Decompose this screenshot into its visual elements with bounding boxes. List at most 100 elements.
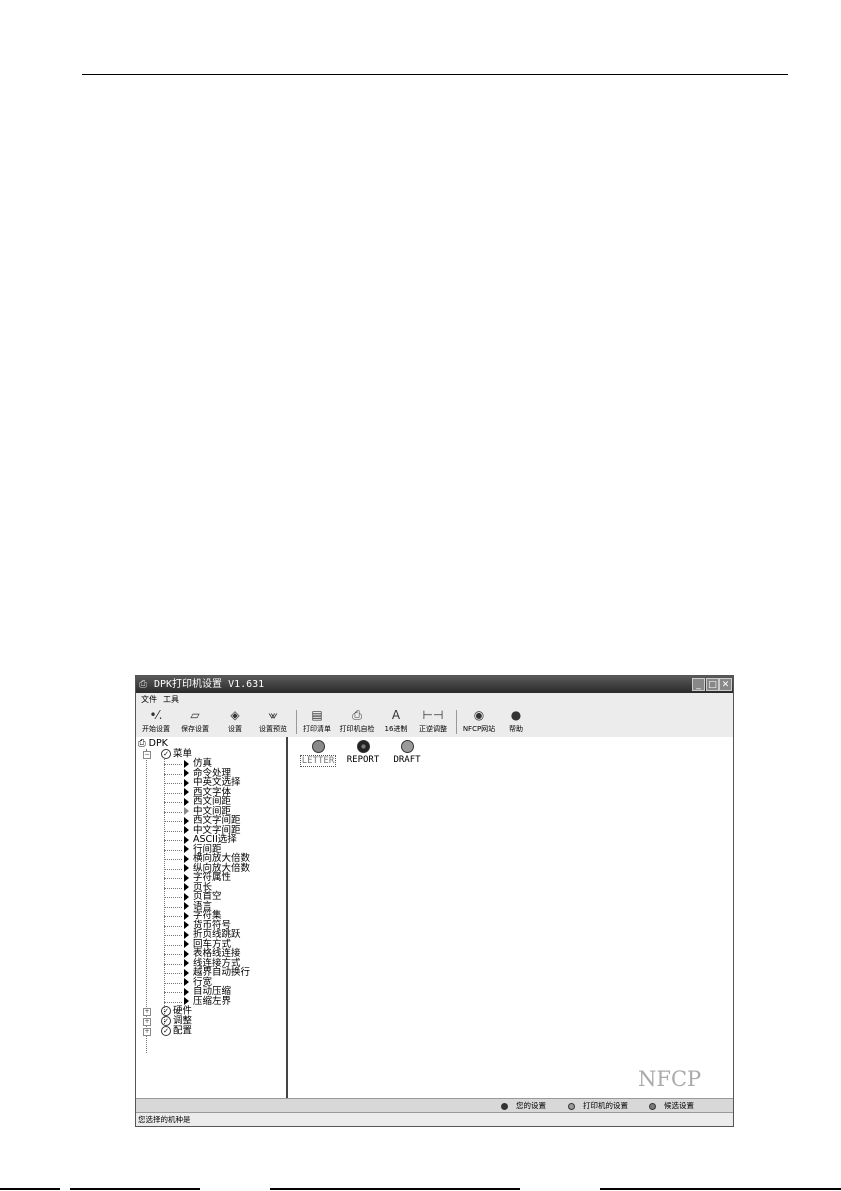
arrow-right-icon bbox=[184, 864, 189, 872]
tree-item[interactable]: 语言 bbox=[184, 901, 212, 912]
menu-bar: 文件 工具 bbox=[136, 693, 733, 706]
arrow-right-icon bbox=[184, 769, 189, 777]
tree-guide bbox=[164, 868, 182, 870]
toolbar-separator bbox=[296, 710, 297, 734]
tree-item[interactable]: 中文间距 bbox=[184, 806, 231, 817]
printer-app-icon: ⎙ bbox=[139, 679, 147, 690]
arrow-right-icon bbox=[184, 759, 189, 768]
legend-dot-icon bbox=[649, 1102, 656, 1110]
collapse-icon[interactable]: − bbox=[143, 751, 151, 759]
tree-item[interactable]: 货币符号 bbox=[184, 920, 231, 931]
tree-item[interactable]: 越界自动换行 bbox=[184, 968, 250, 978]
tree-item[interactable]: 西文字体 bbox=[184, 787, 231, 798]
arrow-right-icon bbox=[184, 930, 189, 939]
tree-guide bbox=[164, 992, 182, 993]
minimize-button[interactable]: _ bbox=[692, 678, 705, 691]
toolbar-separator bbox=[456, 710, 457, 734]
arrow-right-icon bbox=[184, 845, 189, 853]
tree-item[interactable]: 表格线连接 bbox=[184, 949, 241, 959]
tree-guide bbox=[164, 973, 182, 974]
print-list-button[interactable]: ▤ 打印清单 bbox=[300, 707, 334, 735]
printer-selftest-button[interactable]: ⎙ 打印机自检 bbox=[337, 707, 377, 735]
mode-letter[interactable]: LETTER bbox=[293, 740, 343, 767]
arrow-right-icon bbox=[184, 959, 189, 967]
arrow-right-icon bbox=[184, 921, 189, 929]
arrow-right-icon bbox=[184, 807, 189, 815]
load-settings-icon: ◈ bbox=[230, 708, 240, 722]
arrow-right-icon bbox=[184, 997, 189, 1005]
website-button[interactable]: ◉ NFCP网站 bbox=[462, 708, 496, 733]
legend-bar: 您的设置 打印机的设置 候选设置 bbox=[136, 1098, 733, 1112]
tree-root[interactable]: ⎙ DPK bbox=[138, 738, 168, 749]
tree-guide bbox=[164, 759, 165, 1024]
check-icon: ✓ bbox=[161, 749, 171, 759]
tree-item[interactable]: 行间距 bbox=[184, 844, 222, 855]
bidirectional-adjust-button[interactable]: ⊢⊣ 正逆调整 bbox=[416, 707, 450, 735]
mode-draft[interactable]: DRAFT bbox=[382, 740, 432, 765]
tree-node-menu[interactable]: ✓菜单 bbox=[161, 749, 192, 759]
legend-printer-settings: 打印机的设置 bbox=[568, 1099, 628, 1112]
tree-item[interactable]: 线连接方式 bbox=[184, 958, 241, 969]
help-button[interactable]: ● 帮助 bbox=[503, 707, 529, 735]
legend-dot-icon bbox=[501, 1102, 508, 1110]
tree-item[interactable]: 西文间距 bbox=[184, 797, 231, 807]
tree-guide bbox=[164, 878, 182, 879]
tree-node-section[interactable]: ✓硬件 bbox=[161, 1006, 192, 1016]
printer-selftest-icon: ⎙ bbox=[352, 708, 362, 722]
tree-item[interactable]: 命令处理 bbox=[184, 768, 231, 779]
legend-dot-icon bbox=[568, 1102, 575, 1110]
tree-item[interactable]: 行宽 bbox=[184, 977, 212, 988]
arrow-right-icon bbox=[184, 968, 189, 977]
legend-candidate-settings: 候选设置 bbox=[649, 1099, 694, 1112]
tree-item[interactable]: 中文字间距 bbox=[184, 825, 241, 836]
menu-file[interactable]: 文件 bbox=[141, 695, 157, 704]
tree-item[interactable]: 字符集 bbox=[184, 911, 222, 921]
hex-mode-icon: A bbox=[391, 708, 401, 722]
arrow-right-icon bbox=[184, 940, 189, 948]
tree-item[interactable]: 西文字间距 bbox=[184, 816, 241, 826]
tree-node-section[interactable]: ✓调整 bbox=[161, 1016, 192, 1026]
preview-button[interactable]: ⩖ 设置预览 bbox=[256, 707, 290, 735]
tree-item[interactable]: 折页线跳跃 bbox=[184, 930, 241, 940]
tree-item[interactable]: ASCII选择 bbox=[184, 835, 237, 845]
tree-item[interactable]: 横向放大倍数 bbox=[184, 854, 250, 864]
expand-icon[interactable]: + bbox=[143, 1028, 151, 1036]
arrow-right-icon bbox=[184, 902, 189, 910]
restore-button[interactable]: □ bbox=[706, 678, 719, 691]
start-setup-button[interactable]: •⁄. 开始设置 bbox=[142, 708, 170, 733]
tree-guide bbox=[164, 944, 182, 946]
tree-item[interactable]: 纵向放大倍数 bbox=[184, 863, 250, 874]
tree-guide bbox=[164, 783, 182, 784]
start-setup-icon: •⁄. bbox=[149, 708, 163, 722]
tree-item[interactable]: 仿真 bbox=[184, 759, 212, 769]
expand-icon[interactable]: + bbox=[143, 1008, 151, 1016]
settings-tree: ⎙ DPK − ✓菜单 仿真命令处理中英文选择西文字体西文间距中文间距西文字间距… bbox=[136, 737, 288, 1098]
menu-tools[interactable]: 工具 bbox=[163, 695, 179, 704]
arrow-right-icon bbox=[184, 978, 189, 986]
save-settings-button[interactable]: ▱ 保存设置 bbox=[178, 707, 212, 735]
expand-icon[interactable]: + bbox=[143, 1018, 151, 1026]
tree-item[interactable]: 字符属性 bbox=[184, 873, 231, 883]
title-bar: ⎙ DPK打印机设置 V1.631 _ □ ✕ bbox=[136, 676, 733, 693]
tree-guide bbox=[164, 935, 182, 936]
tree-node-section[interactable]: ✓配置 bbox=[161, 1026, 192, 1036]
website-icon: ◉ bbox=[473, 708, 485, 722]
tree-item[interactable]: 自动压缩 bbox=[184, 987, 231, 997]
tree-item[interactable]: 中英文选择 bbox=[184, 778, 241, 788]
tree-guide bbox=[164, 811, 182, 813]
arrow-right-icon bbox=[184, 778, 189, 787]
arrow-right-icon bbox=[184, 987, 189, 996]
load-settings-button[interactable]: ◈ 设置 bbox=[218, 707, 252, 735]
mode-report[interactable]: REPORT bbox=[338, 740, 388, 765]
led-icon bbox=[311, 740, 325, 753]
tree-item[interactable]: 页长 bbox=[184, 882, 212, 893]
tree-item[interactable]: 回车方式 bbox=[184, 939, 231, 950]
close-button[interactable]: ✕ bbox=[719, 678, 732, 691]
check-icon: ✓ bbox=[161, 1006, 171, 1016]
tree-item[interactable]: 页首空 bbox=[184, 892, 222, 902]
bidirectional-adjust-icon: ⊢⊣ bbox=[422, 708, 444, 722]
hex-mode-button[interactable]: A 16进制 bbox=[382, 707, 410, 735]
tree-guide bbox=[164, 830, 182, 832]
tree-item[interactable]: 压缩左界 bbox=[184, 996, 231, 1007]
tree-guide bbox=[164, 859, 182, 860]
